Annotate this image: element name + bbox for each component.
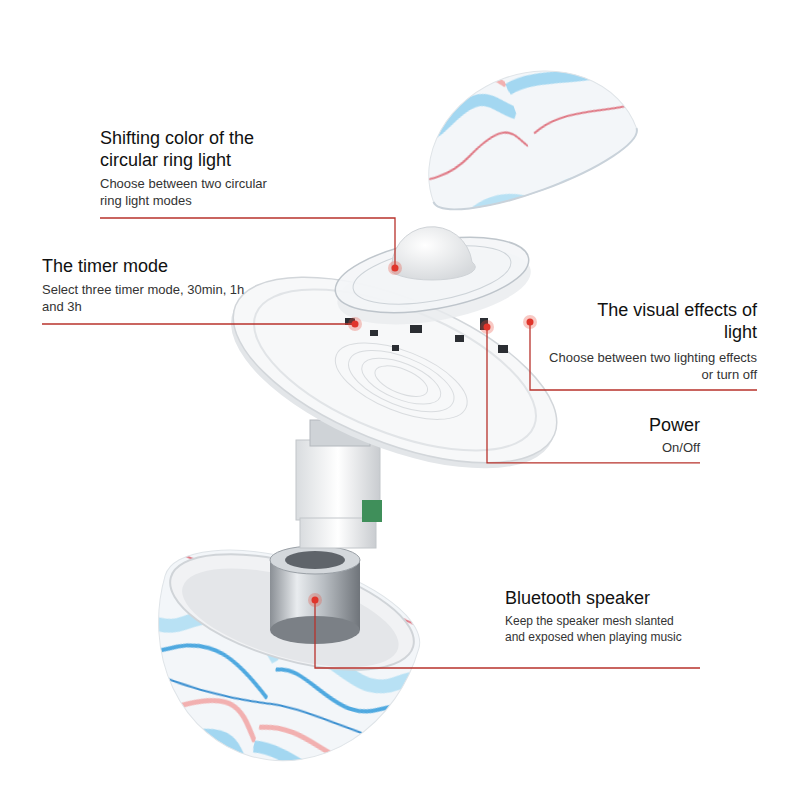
callout-heading: The visual effects of light [587, 300, 757, 343]
leader-line [487, 327, 700, 463]
callout-description: Select three timer mode, 30min, 1h and 3… [42, 282, 257, 316]
callout-dot [312, 597, 319, 604]
callout-dot [352, 321, 359, 328]
callout-dot-halo [348, 317, 362, 331]
bottom-shell [124, 526, 433, 793]
leader-line [315, 600, 700, 668]
callout-dot-halo [480, 320, 494, 334]
leader-lines [42, 218, 757, 668]
callout-dot-halo [523, 315, 537, 329]
callout-heading: Bluetooth speaker [505, 588, 705, 610]
top-shell [402, 42, 645, 227]
callout-heading: The timer mode [42, 256, 242, 278]
callout-heading: Shifting color of the circular ring ligh… [100, 128, 285, 171]
callout-dot [527, 319, 534, 326]
leader-line [530, 322, 757, 390]
ring-light [330, 224, 537, 337]
callout-description: On/Off [580, 440, 700, 457]
callout-description: Choose between two circular ring light m… [100, 176, 290, 210]
callout-description: Choose between two lighting effects or t… [547, 350, 757, 384]
callout-description: Keep the speaker mesh slanted and expose… [505, 614, 695, 645]
callout-dot-halo [308, 593, 322, 607]
callout-dot [484, 324, 491, 331]
callout-dot [392, 265, 399, 272]
pcb-parts [345, 318, 508, 353]
callout-heading: Power [580, 415, 700, 437]
leader-line [42, 323, 355, 324]
callout-dot-halo [388, 261, 402, 275]
